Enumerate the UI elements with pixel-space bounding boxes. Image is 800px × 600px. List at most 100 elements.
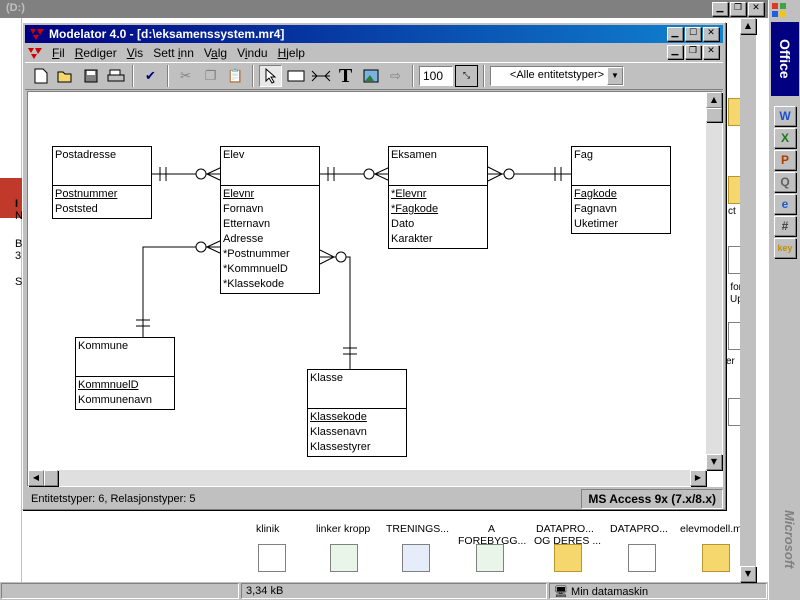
- dropdown-arrow-icon[interactable]: ▼: [607, 67, 623, 85]
- toolbar-separator: [412, 65, 414, 87]
- scroll-right-arrow-icon[interactable]: ▶: [690, 470, 706, 486]
- key-icon[interactable]: key: [774, 238, 796, 258]
- entity-attributes: Postnummer Poststed: [53, 186, 151, 218]
- zoom-fit-icon[interactable]: ⤡: [455, 65, 478, 87]
- menu-rediger[interactable]: Rediger: [74, 45, 117, 60]
- close-button[interactable]: ✕: [748, 2, 764, 16]
- entity-rectangle-icon[interactable]: [284, 65, 307, 87]
- primary-key-attribute: *Fagkode: [391, 203, 439, 215]
- new-file-icon[interactable]: [29, 65, 52, 87]
- document-icon[interactable]: [628, 544, 656, 572]
- diagram-horizontal-scrollbar[interactable]: ◀ ▶: [28, 470, 706, 486]
- left-letter: 3: [15, 250, 22, 262]
- file-label: er: [726, 356, 735, 367]
- minimize-button[interactable]: ▁: [712, 2, 728, 16]
- doc-restore-button[interactable]: ❐: [685, 45, 701, 59]
- close-button[interactable]: ✕: [703, 27, 719, 41]
- print-icon[interactable]: [104, 65, 127, 87]
- maximize-button[interactable]: ❐: [730, 2, 746, 16]
- web-banner: [0, 178, 22, 218]
- menu-sett-inn[interactable]: Sett inn: [153, 45, 194, 60]
- entity-fag[interactable]: Fag Fagkode Fagnavn Uketimer: [571, 146, 671, 234]
- scroll-left-arrow-icon[interactable]: ◀: [28, 470, 44, 486]
- find-icon[interactable]: Q: [774, 172, 796, 192]
- diagram-vertical-scrollbar[interactable]: ▲ ▼: [706, 92, 722, 470]
- file-label[interactable]: FOREBYGG...: [458, 535, 527, 547]
- maximize-button[interactable]: ☐: [685, 27, 701, 41]
- excel-file-icon[interactable]: [330, 544, 358, 572]
- file-label[interactable]: klinik: [256, 523, 280, 535]
- scroll-down-arrow-icon[interactable]: ▼: [706, 454, 722, 470]
- arrow-tool-icon[interactable]: ⇨: [390, 68, 401, 84]
- word-file-icon[interactable]: [402, 544, 430, 572]
- folder-icon[interactable]: [554, 544, 582, 572]
- select-pointer-icon[interactable]: [259, 65, 282, 87]
- entity-filter-value: <Alle entitetstyper>: [509, 69, 605, 81]
- menu-fil[interactable]: Fil: [52, 45, 65, 60]
- attribute: Fornavn: [223, 203, 264, 215]
- status-size: 3,34 kB: [241, 583, 547, 599]
- toolbar-separator: [132, 65, 134, 87]
- menu-vis[interactable]: Vis: [126, 45, 144, 60]
- text-tool-icon[interactable]: T: [338, 64, 353, 87]
- entity-elev[interactable]: Elev Elevnr Fornavn Etternavn Adresse *P…: [220, 146, 320, 294]
- document-logo-icon[interactable]: [27, 46, 45, 60]
- doc-close-button[interactable]: ✕: [703, 45, 719, 59]
- horizontal-scroll-thumb[interactable]: [44, 470, 58, 486]
- left-letter: B: [15, 238, 23, 250]
- file-label[interactable]: linker kropp: [316, 523, 371, 535]
- vertical-scroll-thumb[interactable]: [706, 108, 722, 122]
- save-icon[interactable]: [79, 65, 102, 87]
- menu-vindu[interactable]: Vindu: [237, 45, 268, 60]
- file-label: u for: [722, 282, 743, 293]
- file-label[interactable]: TRENINGS...: [386, 523, 450, 535]
- entity-attributes: *Elevnr *Fagkode Dato Karakter: [389, 186, 487, 248]
- scroll-up-arrow-icon[interactable]: ▲: [706, 92, 722, 108]
- excel-icon[interactable]: X: [774, 128, 796, 148]
- menu-hjelp[interactable]: Hjelp: [277, 45, 305, 60]
- copy-icon[interactable]: ❐: [204, 68, 217, 84]
- status-empty: [1, 583, 239, 599]
- calculator-icon[interactable]: #: [774, 216, 796, 236]
- entity-klasse[interactable]: Klasse Klassekode Klassenavn Klassestyre…: [307, 369, 407, 457]
- scroll-up-arrow-icon[interactable]: ▲: [740, 18, 756, 34]
- left-letter: N: [15, 210, 23, 222]
- entity-kommune[interactable]: Kommune KommnuelD Kommunenavn: [75, 337, 175, 410]
- diagram-canvas[interactable]: Postadresse Postnummer Poststed Elev Ele…: [28, 92, 706, 470]
- entity-eksamen[interactable]: Eksamen *Elevnr *Fagkode Dato Karakter: [388, 146, 488, 249]
- file-label[interactable]: elevmodell.mr4: [680, 523, 752, 535]
- office-logo-icon[interactable]: [771, 2, 787, 18]
- entity-name: Klasse: [308, 370, 406, 409]
- file-label[interactable]: OG DERES ...: [534, 535, 602, 547]
- primary-key-attribute: Elevnr: [223, 188, 255, 200]
- zoom-input[interactable]: 100: [419, 66, 453, 86]
- doc-minimize-button[interactable]: ▁: [667, 45, 683, 59]
- internet-explorer-icon[interactable]: e: [774, 194, 796, 214]
- check-icon[interactable]: ✔: [145, 68, 156, 84]
- open-folder-icon[interactable]: [54, 65, 77, 87]
- file-label[interactable]: DATAPRO...: [536, 523, 594, 535]
- office-shortcut-bar: Office W X P Q e # key Microsoft: [768, 0, 800, 600]
- explorer-vertical-scrollbar[interactable]: ▲ ▼: [740, 18, 756, 582]
- explorer-title-bar[interactable]: (D:) ▁ ❐ ✕: [0, 0, 768, 18]
- document-icon[interactable]: [258, 544, 286, 572]
- primary-key-attribute: KommnuelD: [78, 379, 139, 391]
- scroll-down-arrow-icon[interactable]: ▼: [740, 566, 756, 582]
- relation-line-icon[interactable]: [309, 65, 332, 87]
- menu-valg[interactable]: Valg: [203, 45, 228, 60]
- office-bar-title[interactable]: Office: [771, 22, 799, 96]
- paste-icon[interactable]: 📋: [227, 68, 244, 84]
- entity-postadresse[interactable]: Postadresse Postnummer Poststed: [52, 146, 152, 219]
- modelator-title-bar[interactable]: Modelator 4.0 - [d:\eksamenssystem.mr4] …: [25, 25, 723, 43]
- image-tool-icon[interactable]: [359, 65, 382, 87]
- minimize-button[interactable]: ▁: [667, 27, 683, 41]
- file-label[interactable]: A: [488, 523, 496, 535]
- word-icon[interactable]: W: [774, 106, 796, 126]
- file-label[interactable]: DATAPRO...: [610, 523, 668, 535]
- attribute: Karakter: [391, 233, 433, 245]
- excel-file-icon[interactable]: [476, 544, 504, 572]
- entity-type-filter-select[interactable]: <Alle entitetstyper> ▼: [490, 66, 624, 86]
- folder-icon[interactable]: [702, 544, 730, 572]
- cut-icon[interactable]: ✂: [180, 68, 191, 84]
- powerpoint-icon[interactable]: P: [774, 150, 796, 170]
